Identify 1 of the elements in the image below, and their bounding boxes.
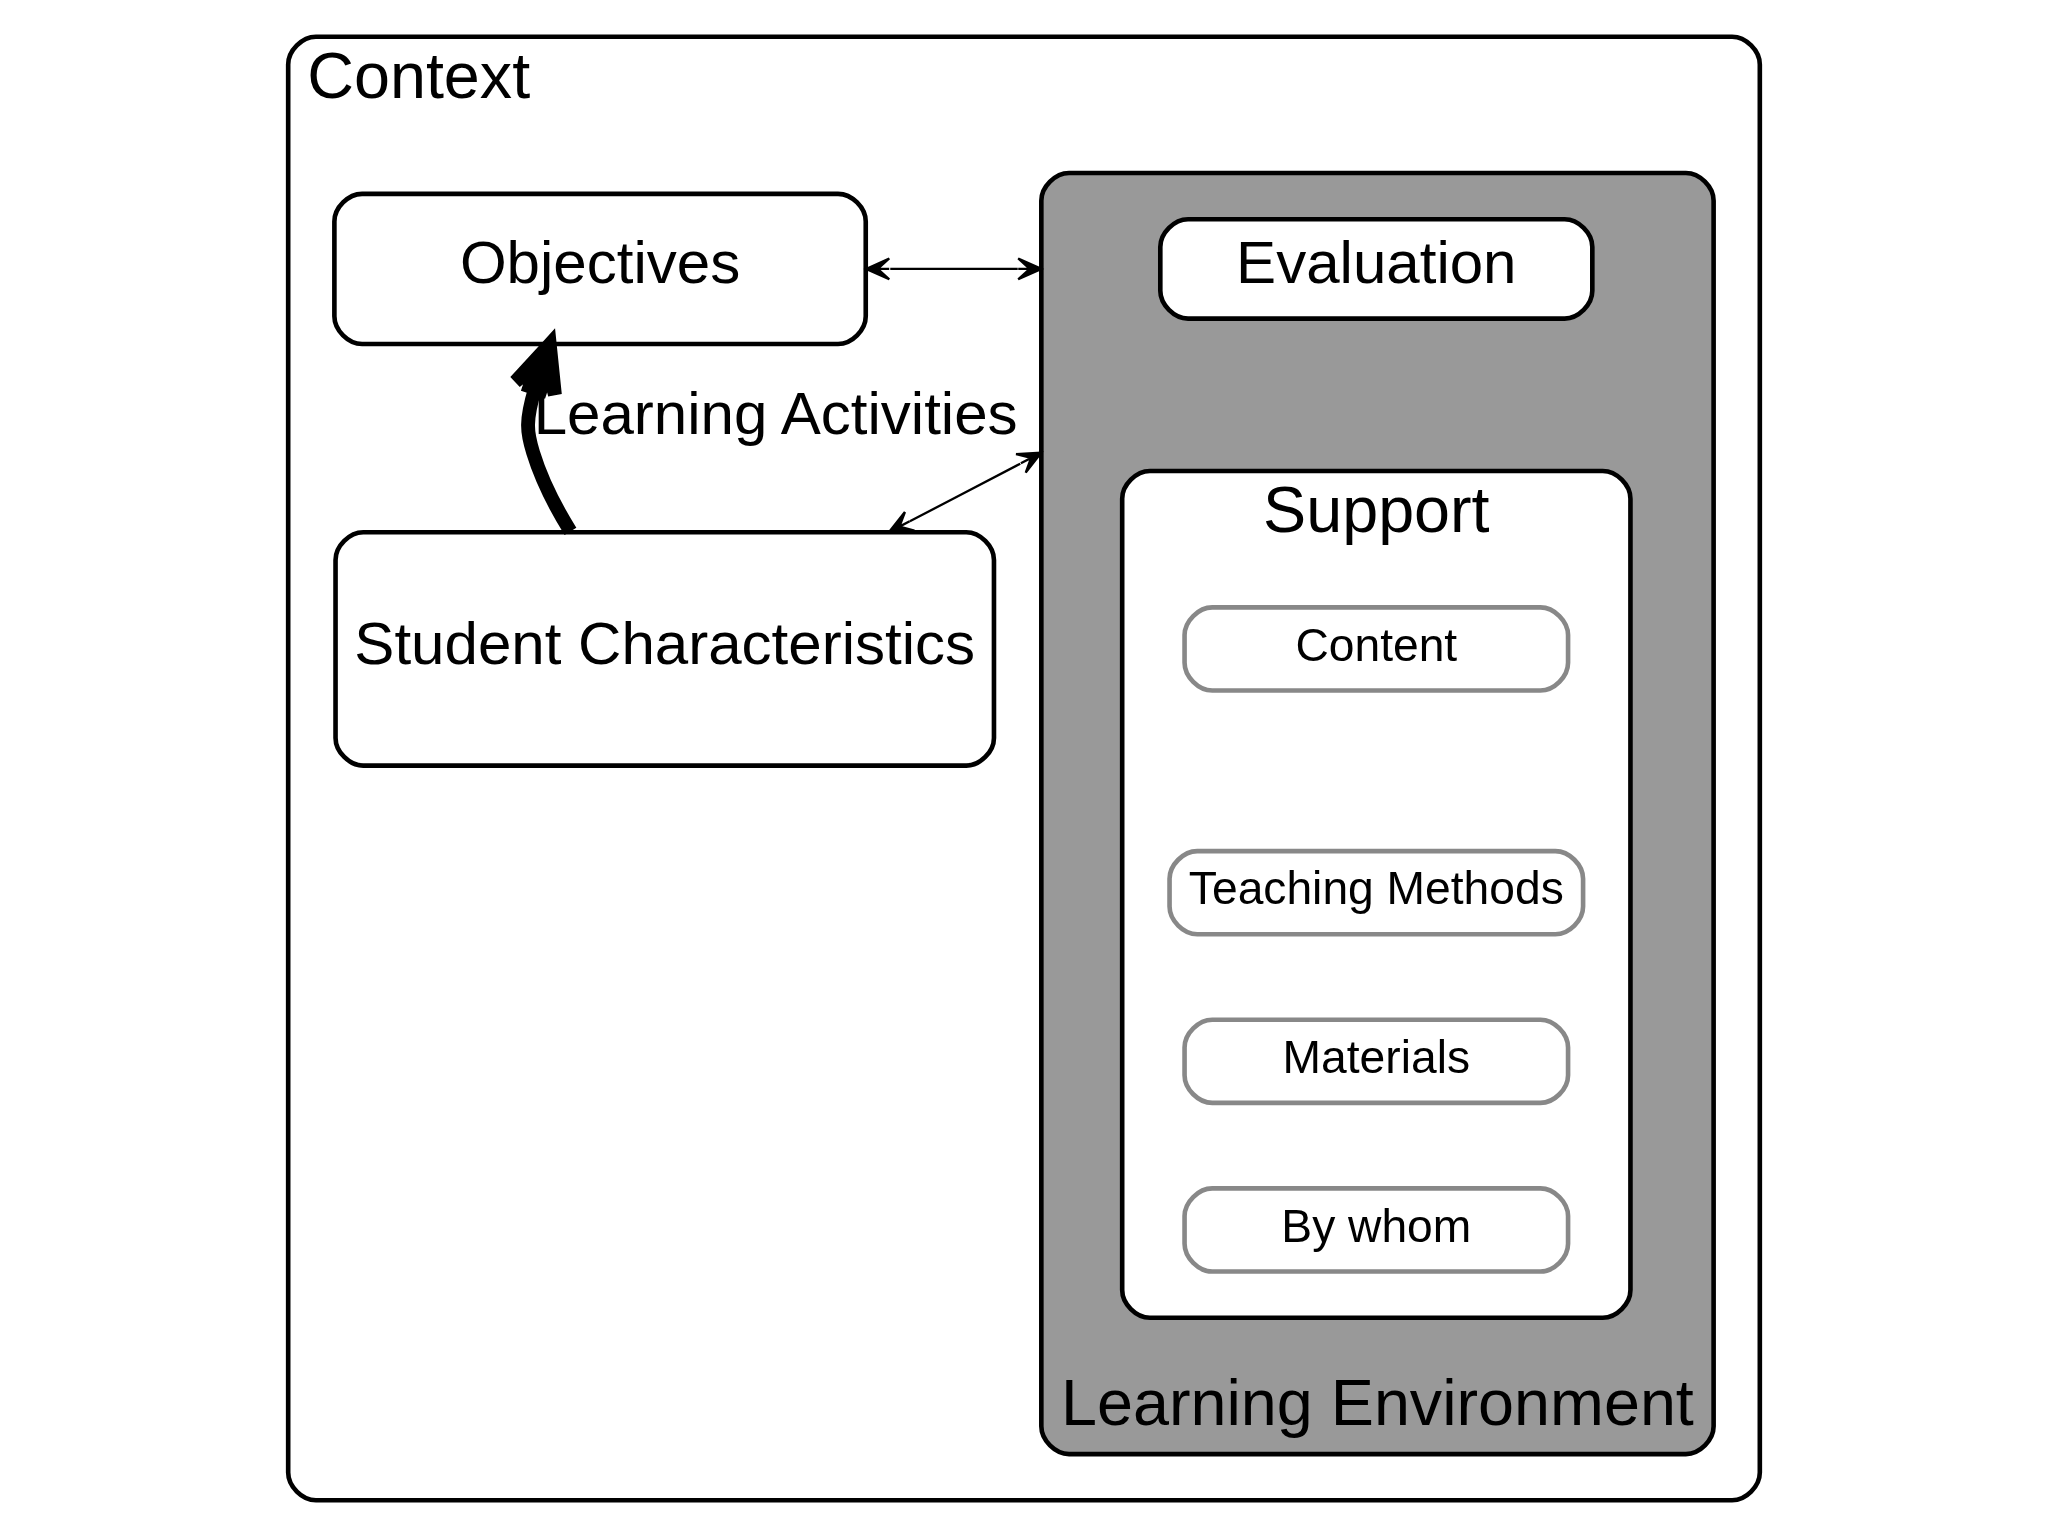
edge-label: Learning Activities [533,379,1018,447]
